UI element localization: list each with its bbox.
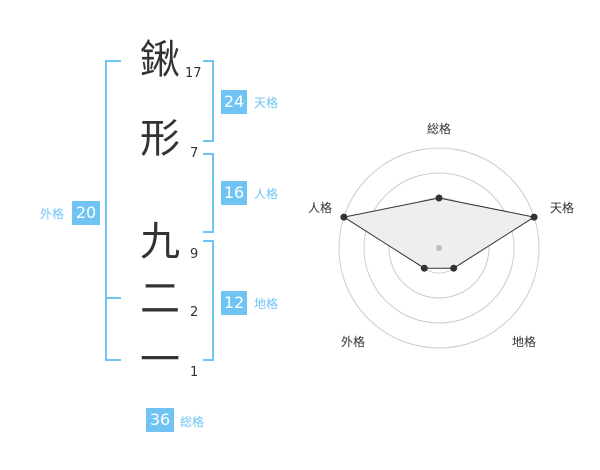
tenkaku-value: 24 [221, 90, 247, 114]
jinkaku-value: 16 [221, 181, 247, 205]
jinkaku-bracket [203, 153, 214, 233]
radar-axis-label-gaikaku: 外格 [341, 334, 365, 349]
gaikaku-value: 20 [72, 201, 100, 225]
radar-axis-label-tenkaku: 天格 [550, 200, 574, 215]
tenkaku-bracket [203, 60, 214, 142]
gaikaku-bracket-divider [105, 297, 121, 299]
radar-value-polygon [342, 197, 536, 269]
name-char-1: 鍬 [140, 37, 180, 83]
name-char-4: 二 [140, 276, 180, 322]
gaikaku-bracket [105, 60, 121, 361]
gaikaku-label: 外格 [40, 207, 65, 221]
chikaku-bracket [203, 240, 214, 361]
radar-point-2 [450, 264, 458, 272]
radar-center-dot [436, 245, 442, 251]
chikaku-value: 12 [221, 291, 247, 315]
stroke-count-2: 7 [190, 146, 199, 161]
name-char-5: 一 [140, 337, 180, 383]
tenkaku-label: 天格 [254, 96, 279, 110]
radar-ring [338, 147, 540, 349]
stroke-count-4: 2 [190, 305, 199, 320]
stroke-count-1: 17 [185, 66, 202, 81]
radar-point-3 [420, 264, 428, 272]
radar-axis-label-chikaku: 地格 [512, 334, 536, 349]
name-char-2: 形 [140, 116, 180, 162]
jinkaku-label: 人格 [254, 187, 279, 201]
radar-axis-label-jinkaku: 人格 [308, 200, 332, 215]
radar-axis-label-soukaku: 総格 [427, 121, 451, 136]
radar-point-4 [340, 213, 348, 221]
radar-point-1 [530, 213, 538, 221]
chikaku-label: 地格 [254, 297, 279, 311]
name-char-3: 九 [140, 219, 180, 265]
soukaku-label: 総格 [180, 415, 205, 429]
stroke-count-3: 9 [190, 247, 199, 262]
soukaku-value: 36 [146, 408, 174, 432]
radar-ring [363, 172, 515, 324]
stroke-count-5: 1 [190, 365, 199, 380]
radar-point-0 [435, 194, 443, 202]
